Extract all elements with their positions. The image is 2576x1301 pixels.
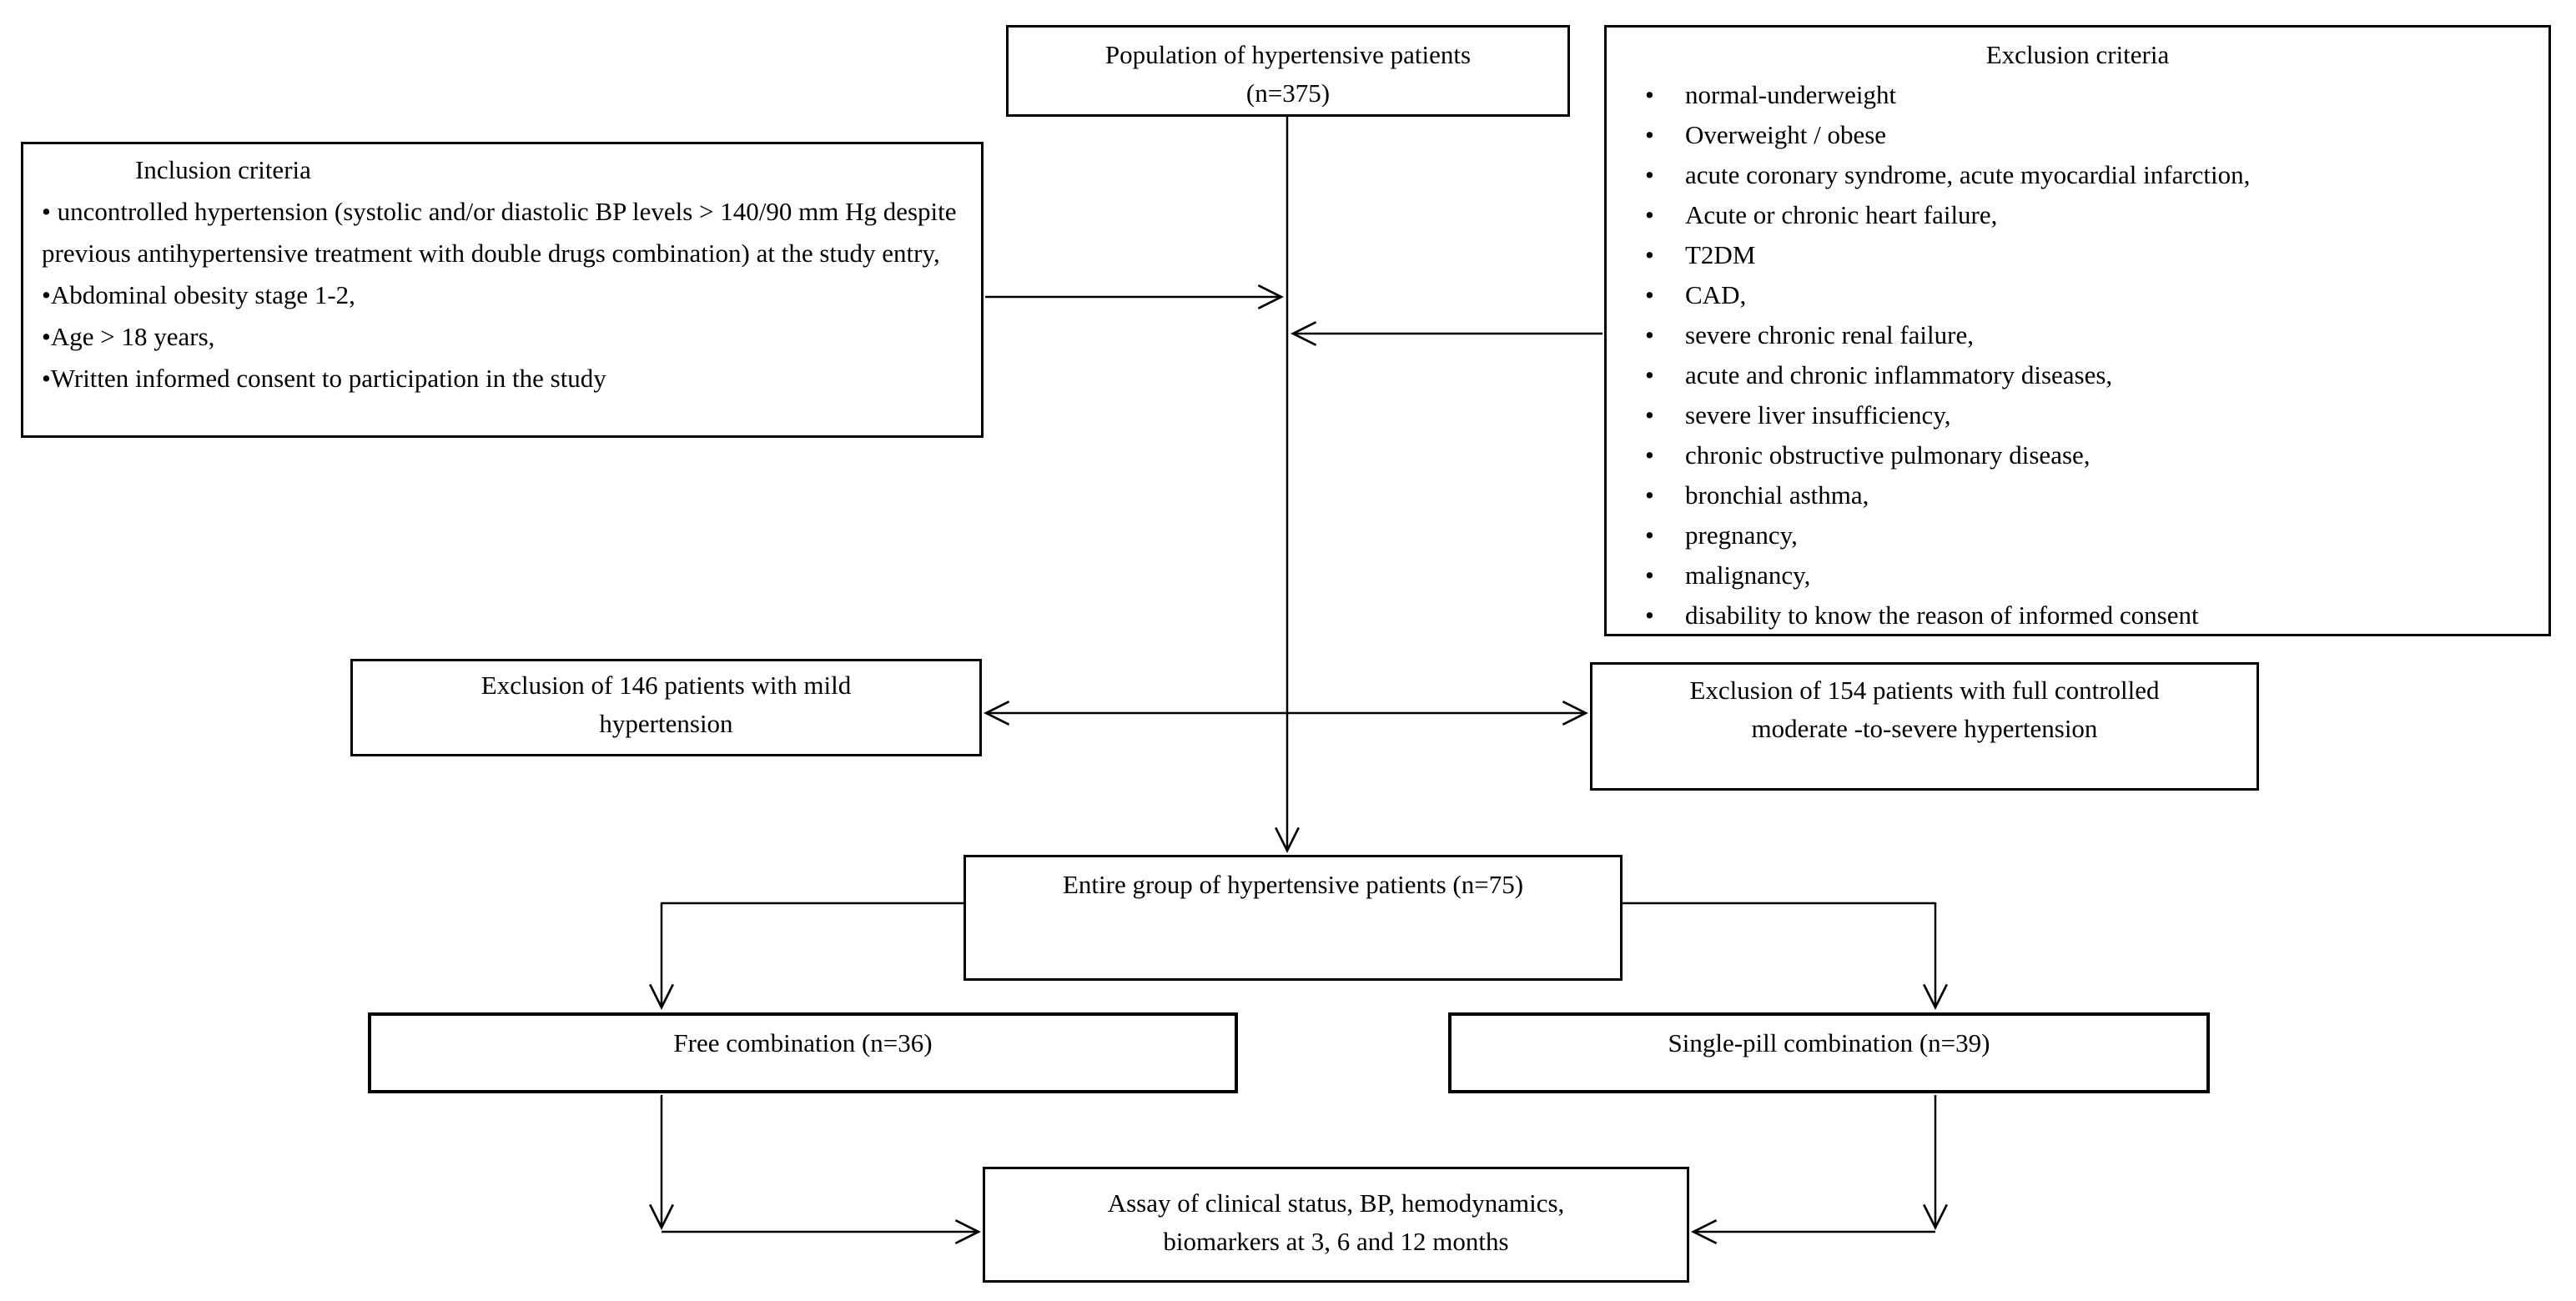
population-box: Population of hypertensive patients (n=3… (1006, 25, 1570, 117)
list-item: T2DM (1645, 235, 2532, 275)
list-item: chronic obstructive pulmonary disease, (1645, 435, 2532, 475)
free-combination-box: Free combination (n=36) (368, 1012, 1238, 1093)
list-item: malignancy, (1645, 555, 2532, 595)
list-item: disability to know the reason of informe… (1645, 595, 2532, 635)
inclusion-criteria-box: Inclusion criteria • uncontrolled hypert… (21, 142, 984, 438)
list-item: pregnancy, (1645, 515, 2532, 555)
list-item: acute and chronic inflammatory diseases, (1645, 355, 2532, 395)
exclusion-146-box: Exclusion of 146 patients with mild hype… (350, 659, 982, 756)
list-item: bronchial asthma, (1645, 475, 2532, 515)
list-item: • uncontrolled hypertension (systolic an… (42, 197, 957, 268)
exclusion-criteria-box: Exclusion criteria normal-underweight Ov… (1604, 25, 2551, 636)
list-item: acute coronary syndrome, acute myocardia… (1645, 155, 2532, 195)
exclusion-criteria-list: normal-underweight Overweight / obese ac… (1623, 75, 2532, 635)
list-item: normal-underweight (1645, 75, 2532, 115)
list-item: severe chronic renal failure, (1645, 315, 2532, 355)
list-item: •Written informed consent to participati… (42, 364, 606, 393)
assay-box: Assay of clinical status, BP, hemodynami… (983, 1167, 1689, 1283)
list-item: Acute or chronic heart failure, (1645, 195, 2532, 235)
exclusion-criteria-title: Exclusion criteria (1985, 40, 2170, 69)
exclusion-154-box: Exclusion of 154 patients with full cont… (1590, 662, 2259, 791)
entire-group-box: Entire group of hypertensive patients (n… (963, 855, 1623, 981)
list-item: •Abdominal obesity stage 1-2, (42, 280, 355, 309)
single-pill-combination-box: Single-pill combination (n=39) (1448, 1012, 2210, 1093)
list-item: •Age > 18 years, (42, 322, 215, 351)
list-item: CAD, (1645, 275, 2532, 315)
inclusion-criteria-title: Inclusion criteria (135, 155, 311, 184)
list-item: severe liver insufficiency, (1645, 395, 2532, 435)
list-item: Overweight / obese (1645, 115, 2532, 155)
